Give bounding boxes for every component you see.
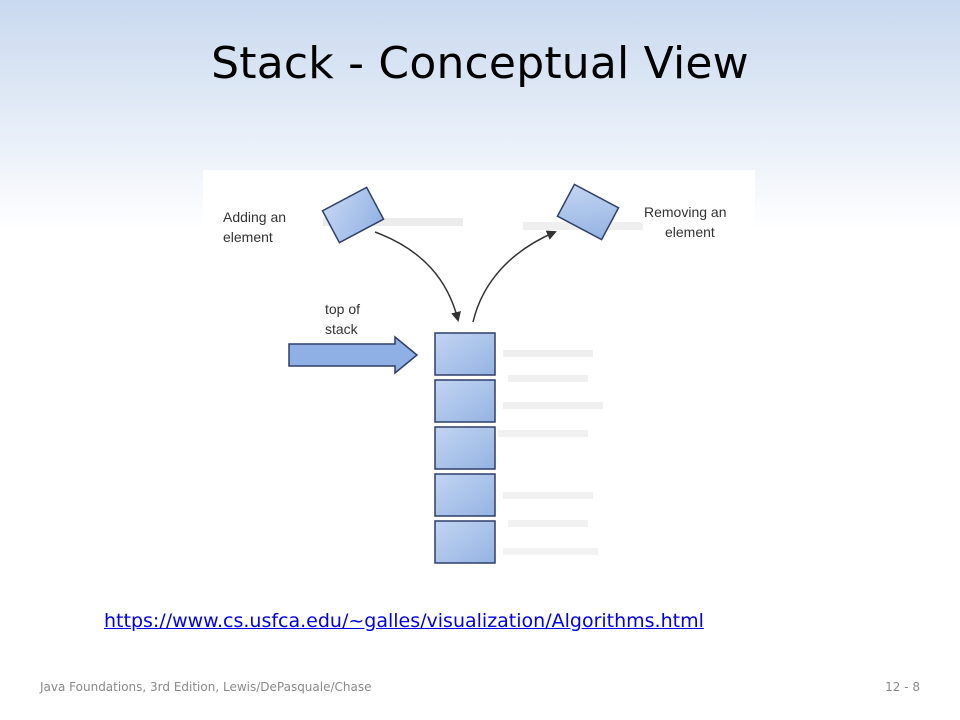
top-of-stack-label-line2: stack: [325, 321, 359, 337]
adding-label-line2: element: [223, 229, 273, 245]
stack-diagram-svg: Adding an element Removing an element to…: [223, 183, 727, 564]
top-of-stack-label-line1: top of: [325, 301, 360, 317]
removing-label-line1: Removing an: [644, 204, 727, 220]
slide-number: 12 - 8: [885, 680, 920, 694]
adding-element-box: [321, 186, 385, 244]
adding-label-line1: Adding an: [223, 209, 286, 225]
removing-element-box: [556, 183, 620, 241]
top-of-stack-arrow: [288, 335, 419, 375]
visualization-link[interactable]: https://www.cs.usfca.edu/~galles/visuali…: [104, 610, 704, 632]
stack-element: [434, 426, 496, 470]
footer-source: Java Foundations, 3rd Edition, Lewis/DeP…: [40, 680, 372, 694]
stack-element: [434, 520, 496, 564]
slide-title: Stack - Conceptual View: [211, 38, 749, 89]
push-arrow: [374, 231, 461, 322]
stack-column: [434, 332, 496, 564]
removing-label-line2: element: [665, 224, 715, 240]
pop-arrow: [472, 230, 557, 323]
stack-diagram: Adding an element Removing an element to…: [203, 170, 755, 570]
stack-element: [434, 379, 496, 423]
stack-element: [434, 473, 496, 517]
stack-element: [434, 332, 496, 376]
